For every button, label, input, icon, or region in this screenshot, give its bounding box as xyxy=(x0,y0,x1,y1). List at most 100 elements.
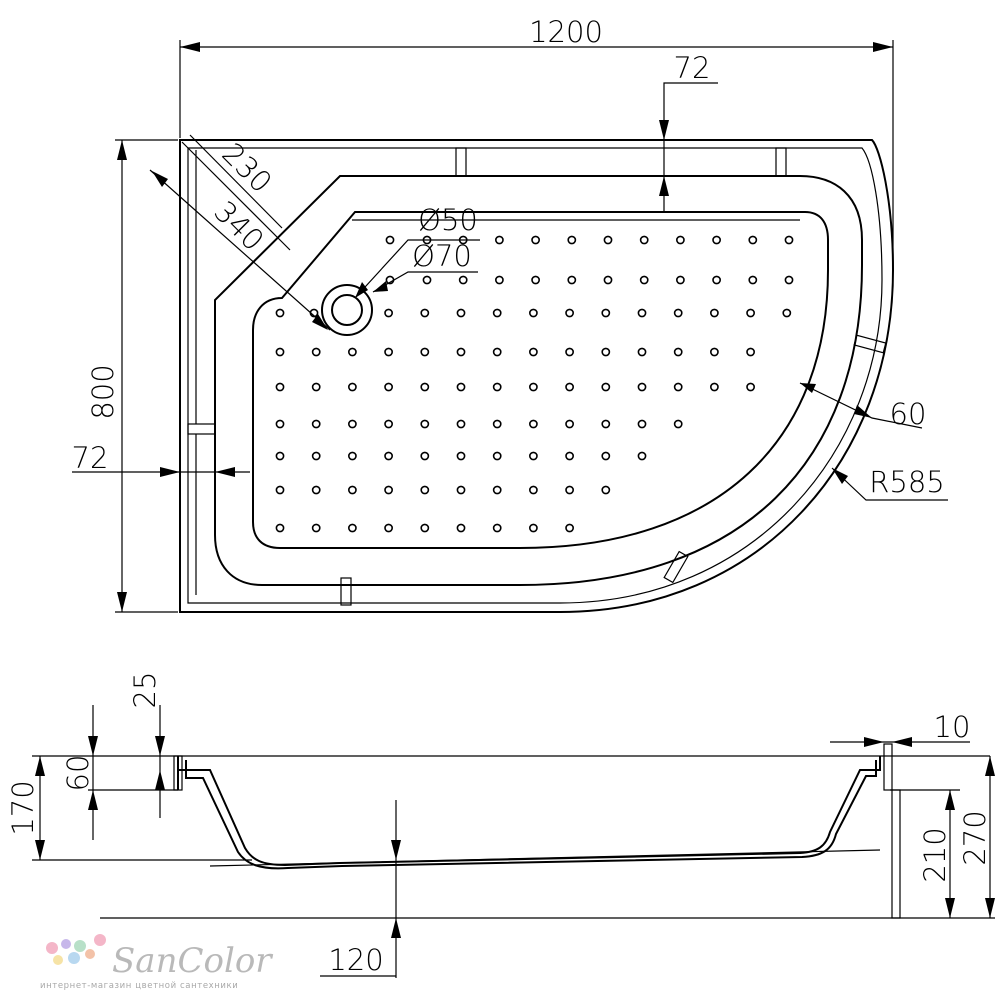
anti-slip-dot xyxy=(384,523,393,533)
anti-slip-dot xyxy=(275,382,285,392)
drain-outer xyxy=(321,284,373,336)
anti-slip-dot xyxy=(746,308,755,318)
anti-slip-dot xyxy=(637,308,647,318)
anti-slip-dot xyxy=(531,235,540,245)
anti-slip-dot xyxy=(311,382,321,392)
rib xyxy=(663,550,689,584)
tray-rim-outline xyxy=(187,147,883,604)
anti-slip-dot xyxy=(565,382,574,392)
anti-slip-dot xyxy=(492,382,502,392)
anti-slip-dot xyxy=(601,382,611,392)
well-outer-contour xyxy=(214,175,863,586)
anti-slip-dot xyxy=(567,235,577,245)
support-leg xyxy=(891,789,901,919)
anti-slip-dot xyxy=(676,235,685,245)
dim-rim-left: 72 xyxy=(72,441,109,475)
dim-height-60: 60 xyxy=(61,755,95,792)
anti-slip-dot xyxy=(494,275,504,285)
section-view: 25 60 170 10 270 210 120 xyxy=(6,672,995,978)
anti-slip-dot xyxy=(748,235,758,245)
tray-section-inner xyxy=(185,760,877,870)
anti-slip-dot xyxy=(384,419,393,429)
logo-dot xyxy=(68,952,80,964)
anti-slip-dot xyxy=(275,419,285,429)
tray-outer-outline xyxy=(179,139,895,613)
anti-slip-dot xyxy=(529,419,538,429)
anti-slip-dot xyxy=(601,308,611,318)
anti-slip-dot xyxy=(603,235,613,245)
anti-slip-dot xyxy=(492,347,502,357)
anti-slip-dot xyxy=(529,451,538,461)
anti-slip-dot xyxy=(456,419,466,429)
anti-slip-dot xyxy=(422,275,432,285)
anti-slip-dot xyxy=(637,451,647,461)
anti-slip-dot xyxy=(492,451,502,461)
anti-slip-dot xyxy=(420,308,430,318)
anti-slip-dot xyxy=(565,451,574,461)
anti-slip-dot xyxy=(712,235,721,245)
anti-slip-dot xyxy=(347,419,357,429)
anti-slip-dot xyxy=(782,308,792,318)
anti-slip-dot xyxy=(311,419,321,429)
anti-slip-dot xyxy=(673,382,683,392)
logo-dots xyxy=(46,934,106,965)
dim-rim-arc: 60 xyxy=(890,397,927,431)
anti-slip-dot xyxy=(710,347,719,357)
dim-width: 1200 xyxy=(529,15,603,49)
anti-slip-dot xyxy=(492,308,502,318)
anti-slip-dot xyxy=(784,275,794,285)
anti-slip-dot xyxy=(603,275,613,285)
anti-slip-dot xyxy=(456,523,466,533)
rib xyxy=(455,147,467,177)
anti-slip-dot xyxy=(601,485,611,495)
anti-slip-dot xyxy=(420,347,430,357)
dim-drain-70: Ø70 xyxy=(412,239,472,273)
anti-slip-dot xyxy=(639,235,649,245)
anti-slip-dot xyxy=(492,419,502,429)
rib xyxy=(340,577,352,606)
anti-slip-dot xyxy=(529,523,538,533)
anti-slip-dot xyxy=(311,347,321,357)
sancolor-logo: SanColor интернет-магазин цветной сантех… xyxy=(40,934,273,991)
anti-slip-dot xyxy=(746,347,755,357)
logo-dot xyxy=(61,939,71,949)
anti-slip-dot xyxy=(673,419,683,429)
dim-rim-top: 72 xyxy=(674,51,711,85)
rib xyxy=(775,147,787,177)
logo-tagline: интернет-магазин цветной сантехники xyxy=(40,981,238,991)
dim-radius: R585 xyxy=(869,465,945,499)
anti-slip-dot xyxy=(710,308,719,318)
anti-slip-dot xyxy=(676,275,685,285)
anti-slip-dot xyxy=(712,275,721,285)
anti-slip-dot xyxy=(420,485,430,495)
anti-slip-dot xyxy=(529,485,538,495)
anti-slip-dot xyxy=(384,485,393,495)
anti-slip-dot xyxy=(529,308,538,318)
anti-slip-dot xyxy=(420,419,430,429)
logo-dot xyxy=(53,955,63,965)
plan-view: 1200 800 72 72 230 340 Ø50 Ø70 xyxy=(72,15,948,613)
dim-rim-10: 10 xyxy=(934,710,971,744)
rib xyxy=(853,334,887,354)
anti-slip-dot xyxy=(420,523,430,533)
dim-corner-230: 230 xyxy=(215,136,278,199)
anti-slip-dot xyxy=(673,347,683,357)
anti-slip-dot xyxy=(637,382,647,392)
rim-edge xyxy=(883,743,893,791)
anti-slip-dot xyxy=(384,347,393,357)
anti-slip-dot xyxy=(347,485,357,495)
anti-slip-dot xyxy=(275,451,285,461)
drain-inner xyxy=(331,294,363,326)
anti-slip-dot xyxy=(456,451,466,461)
dim-leg-120: 120 xyxy=(328,943,383,977)
logo-dot xyxy=(74,940,86,952)
anti-slip-dot xyxy=(384,382,393,392)
anti-slip-dot xyxy=(347,382,357,392)
anti-slip-dot xyxy=(456,382,466,392)
dim-drain-50: Ø50 xyxy=(418,203,478,237)
logo-dot xyxy=(85,949,95,959)
logo-name: SanColor xyxy=(112,941,273,981)
anti-slip-dot xyxy=(637,347,647,357)
anti-slip-dot xyxy=(529,382,538,392)
